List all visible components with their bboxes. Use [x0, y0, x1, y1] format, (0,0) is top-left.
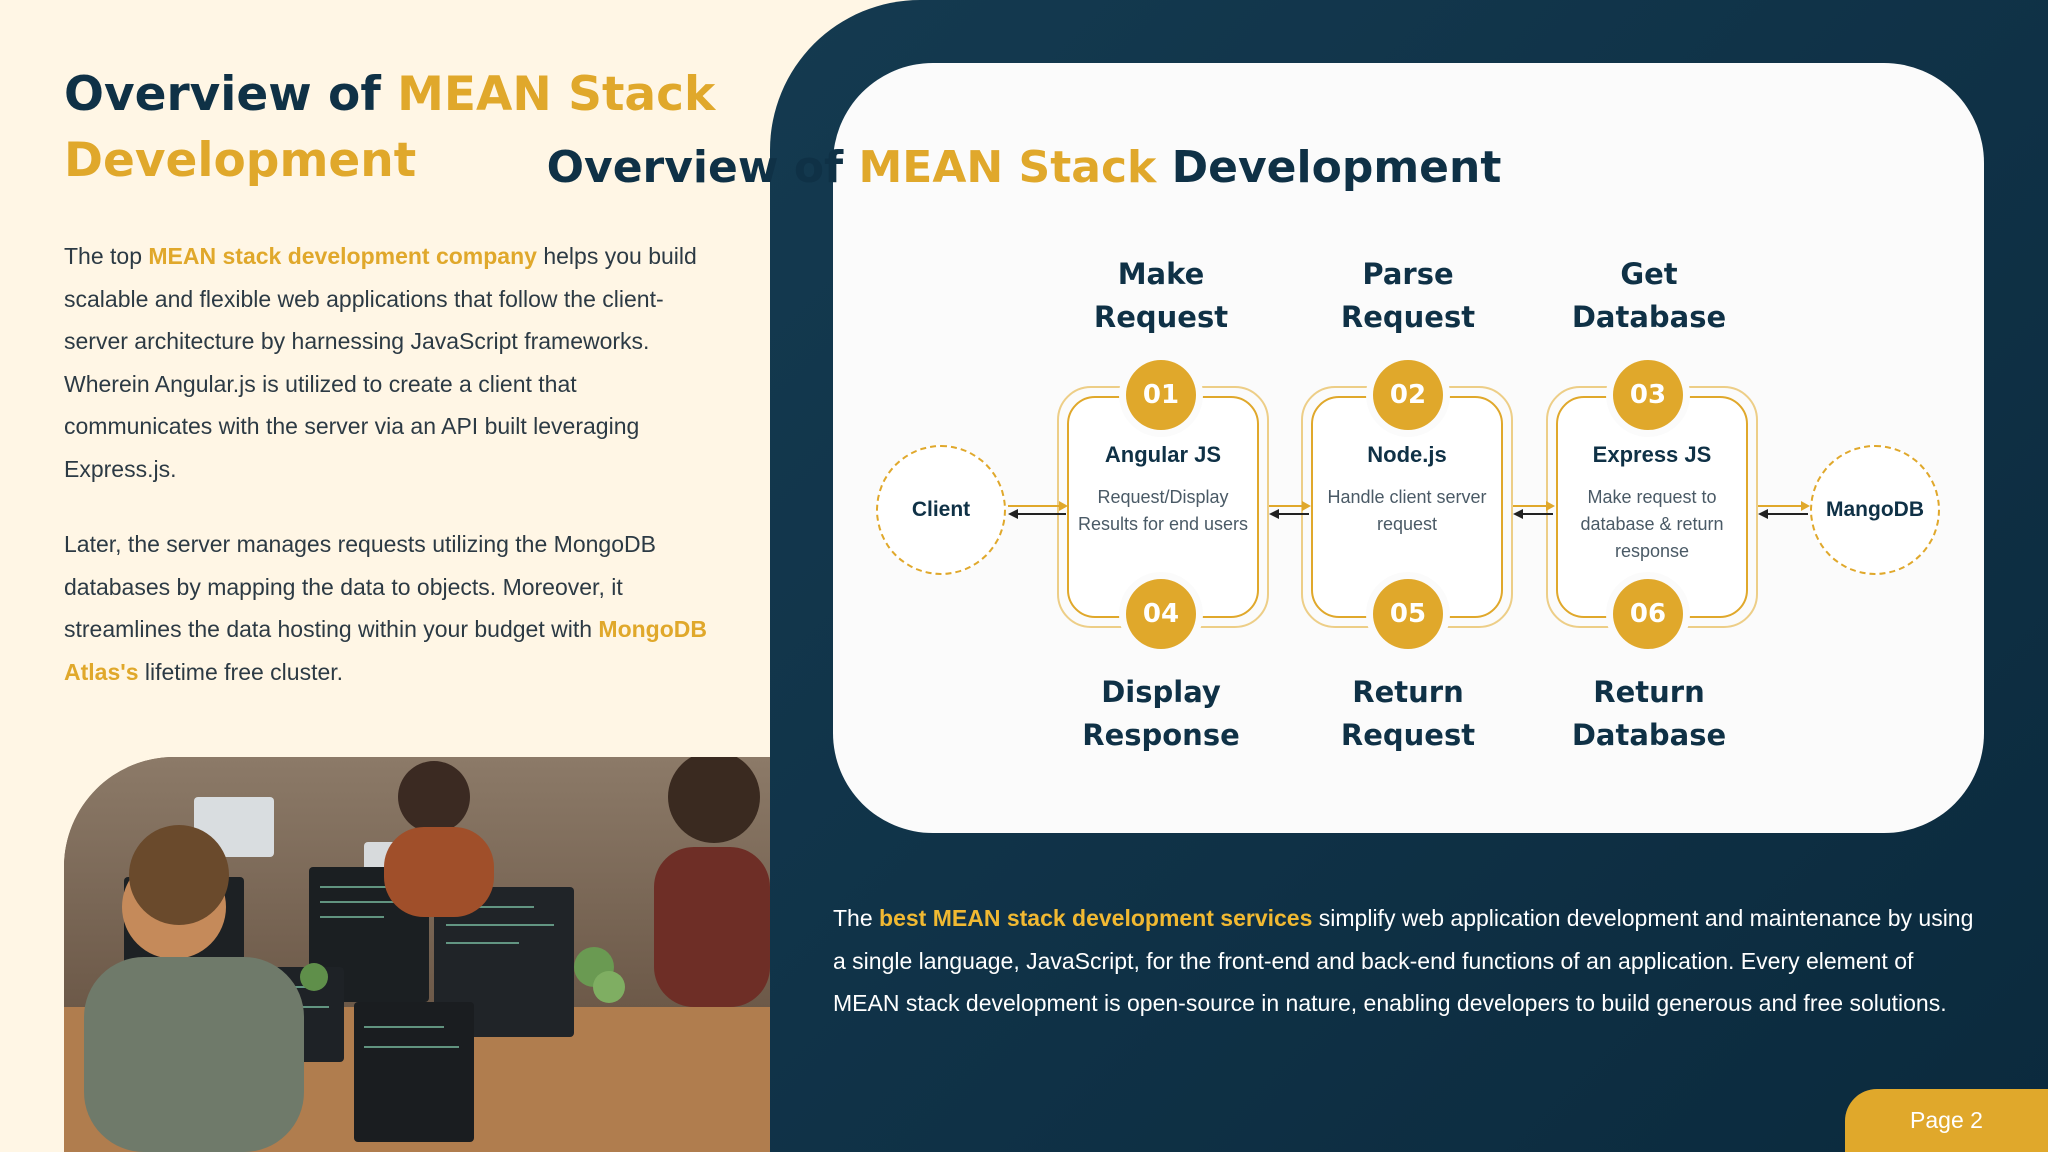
step-badge-04: 04: [1126, 579, 1196, 649]
box-title: Node.js: [1367, 442, 1447, 467]
step-badge-06: 06: [1613, 579, 1683, 649]
arrow-client-angular: [1008, 501, 1068, 519]
box-description: Request/Display Results for end users: [1077, 487, 1249, 534]
services-text-start: The: [833, 905, 880, 931]
step-label-line: Display: [1101, 675, 1221, 709]
step-label-line: Database: [1571, 300, 1727, 334]
step-label-line: Database: [1571, 718, 1727, 752]
step-label-line: Response: [1082, 718, 1240, 752]
step-label-line: Parse: [1362, 257, 1454, 291]
diagram-title-part-1: Overview of: [546, 142, 859, 193]
step-label-make-request: Make Request: [1051, 253, 1271, 339]
step-label-line: Return: [1593, 675, 1705, 709]
intro-text-start: The top: [64, 243, 149, 269]
box-description: Handle client server request: [1327, 487, 1487, 534]
step-badge-02: 02: [1373, 360, 1443, 430]
step-label-display-response: Display Response: [1051, 671, 1271, 757]
services-text-end: simplify web application development and…: [833, 905, 1974, 1017]
mongodb-text-end: lifetime free cluster.: [138, 658, 344, 685]
intro-text-end: helps you build scalable and flexible we…: [64, 243, 697, 482]
company-link[interactable]: MEAN stack development company: [148, 243, 537, 269]
step-label-line: Request: [1340, 718, 1476, 752]
diagram-title-part-2: MEAN Stack: [858, 142, 1157, 193]
intro-paragraph: The top MEAN stack development company h…: [64, 235, 714, 491]
box-title: Express JS: [1592, 442, 1712, 467]
client-node: Client: [876, 445, 1006, 575]
developers-photo: [64, 757, 770, 1152]
step-badge-05: 05: [1373, 579, 1443, 649]
arrow-node-express: [1513, 501, 1555, 519]
step-label-line: Make: [1117, 257, 1205, 291]
step-badge-03: 03: [1613, 360, 1683, 430]
step-label-return-request: Return Request: [1298, 671, 1518, 757]
page-title: Overview of MEAN Stack Development: [64, 62, 724, 194]
diagram-title-part-3: Development: [1156, 142, 1502, 193]
title-part-1: Overview of: [64, 67, 398, 122]
step-label-parse-request: Parse Request: [1298, 253, 1518, 339]
diagram-title: Overview of MEAN Stack Development: [0, 142, 2048, 193]
step-label-get-database: Get Database: [1539, 253, 1759, 339]
step-badge-01: 01: [1126, 360, 1196, 430]
mongodb-paragraph: Later, the server manages requests utili…: [64, 523, 714, 693]
services-paragraph: The best MEAN stack development services…: [833, 897, 1983, 1025]
atlas-link[interactable]: MongoDB Atlas's: [64, 616, 707, 685]
mongodb-text-start: Later, the server manages requests utili…: [64, 531, 656, 643]
services-link[interactable]: best MEAN stack development services: [879, 905, 1313, 931]
box-description: Make request to database & return respon…: [1580, 487, 1724, 561]
step-label-line: Get: [1620, 257, 1678, 291]
arrow-angular-node: [1269, 501, 1311, 519]
page-number: Page 2: [1845, 1089, 2048, 1152]
step-label-line: Return: [1352, 675, 1464, 709]
title-part-2: MEAN Stack Development: [64, 67, 716, 188]
database-node: MangoDB: [1810, 445, 1940, 575]
step-label-line: Request: [1093, 300, 1229, 334]
step-label-return-database: Return Database: [1539, 671, 1759, 757]
arrow-express-database: [1758, 501, 1810, 519]
box-title: Angular JS: [1104, 442, 1222, 467]
step-label-line: Request: [1340, 300, 1476, 334]
